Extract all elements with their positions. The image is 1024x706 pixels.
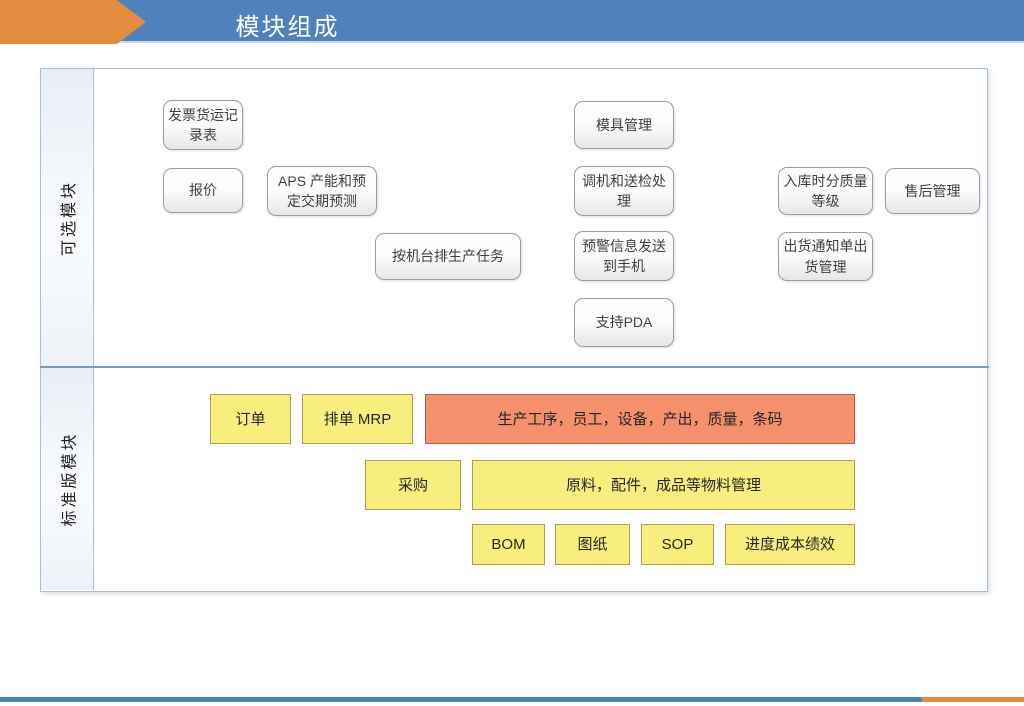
module-label: SOP: [661, 536, 694, 553]
module-label: 预警信息发送到手机: [582, 237, 666, 274]
module-after-sales: 售后管理: [885, 168, 980, 214]
module-inbound-quality-grading: 入库时分质量等级: [778, 167, 873, 215]
module-label: 售后管理: [904, 182, 961, 199]
footer-line-blue: [0, 697, 922, 702]
module-bom: BOM: [472, 524, 545, 565]
module-shipping-notice-management: 出货通知单出货管理: [778, 232, 873, 281]
module-label: 生产工序，员工，设备，产出，质量，条码: [497, 410, 783, 428]
module-mold-management: 模具管理: [574, 101, 674, 149]
module-label: 进度成本绩效: [744, 536, 835, 553]
section-label-standard-text: 标准版模块: [61, 431, 79, 527]
module-label: 入库时分质量等级: [783, 172, 868, 209]
header-bar: [0, 0, 1024, 41]
module-production-process: 生产工序，员工，设备，产出，质量，条码: [425, 394, 855, 444]
module-pda-support: 支持PDA: [574, 298, 674, 347]
module-quote: 报价: [163, 168, 243, 213]
module-machine-task-scheduling: 按机台排生产任务: [375, 233, 521, 280]
module-purchasing: 采购: [365, 460, 461, 510]
module-label: 调机和送检处理: [582, 172, 666, 209]
module-label: 图纸: [577, 536, 608, 553]
module-scheduling-mrp: 排单 MRP: [302, 394, 413, 444]
section-label-optional: 可选模块: [41, 69, 94, 366]
module-label: 按机台排生产任务: [392, 248, 504, 265]
header-underline: [0, 41, 1024, 43]
module-label: 模具管理: [596, 116, 652, 133]
module-alert-to-phone: 预警信息发送到手机: [574, 231, 674, 281]
module-aps-capacity-forecast: APS 产能和预定交期预测: [267, 166, 377, 216]
module-label: 采购: [397, 476, 428, 494]
module-label: 发票货运记录表: [168, 106, 238, 143]
module-label: 出货通知单出货管理: [783, 238, 868, 275]
module-label: 排单 MRP: [323, 410, 392, 428]
module-label: 订单: [235, 410, 266, 428]
module-machine-setup-inspection: 调机和送检处理: [574, 166, 674, 216]
module-drawings: 图纸: [555, 524, 630, 565]
module-label: 报价: [189, 182, 217, 199]
module-label: 支持PDA: [595, 314, 653, 331]
module-label: APS 产能和预定交期预测: [278, 172, 366, 209]
module-label: BOM: [491, 536, 526, 553]
header-arrow-shape: [0, 0, 146, 44]
section-label-optional-text: 可选模块: [61, 179, 79, 256]
module-invoice-shipping-record: 发票货运记录表: [163, 100, 243, 150]
section-divider: [40, 366, 989, 368]
page-title: 模块组成: [235, 14, 340, 41]
module-orders: 订单: [210, 394, 291, 444]
module-materials-management: 原料，配件，成品等物料管理: [472, 460, 855, 510]
module-label: 原料，配件，成品等物料管理: [565, 476, 761, 494]
module-progress-cost-kpi: 进度成本绩效: [725, 524, 855, 565]
module-sop: SOP: [641, 524, 714, 565]
section-label-standard: 标准版模块: [41, 368, 94, 590]
footer-line-orange: [922, 697, 1024, 702]
